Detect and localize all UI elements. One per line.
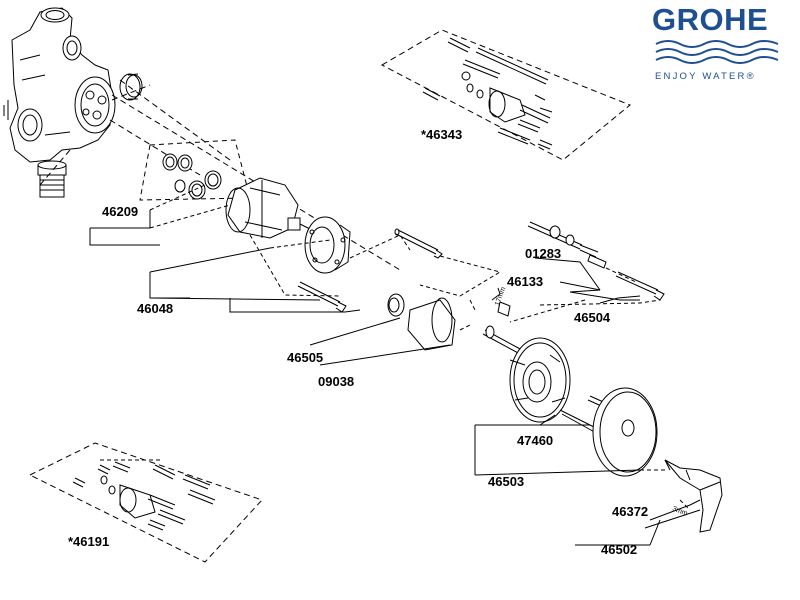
part-label-46503: 46503 bbox=[488, 474, 525, 489]
kit-label-46191: *46191 bbox=[68, 534, 110, 549]
bracket-46048 bbox=[149, 247, 345, 313]
part-label-47460: 47460 bbox=[517, 433, 554, 448]
sleeve-09038 bbox=[387, 293, 456, 351]
part-label-09038: 09038 bbox=[318, 374, 355, 389]
leader-01283 bbox=[534, 257, 601, 291]
escutcheon-47460 bbox=[509, 337, 571, 423]
grohe-logo-waves bbox=[655, 40, 779, 64]
valve-body bbox=[3, 7, 116, 163]
bracket-46503 bbox=[474, 424, 641, 476]
part-label-46372: 46372 bbox=[612, 504, 649, 519]
flange bbox=[304, 216, 351, 274]
bracket-46502 bbox=[575, 509, 701, 546]
part-label-46133: 46133 bbox=[507, 274, 544, 289]
kit-box-46343 bbox=[380, 29, 631, 161]
spindle bbox=[482, 287, 523, 355]
part-label-46504: 46504 bbox=[574, 310, 611, 325]
leader-09038 bbox=[309, 317, 451, 366]
pins-46504 bbox=[599, 271, 665, 304]
seal-set-46209 bbox=[139, 139, 251, 201]
screw-46505 bbox=[297, 281, 347, 313]
body-plug bbox=[119, 73, 143, 101]
lever-handle-46502 bbox=[664, 459, 723, 533]
part-label-46505: 46505 bbox=[287, 350, 324, 365]
axis-lines bbox=[39, 79, 401, 271]
grohe-logo-text: GROHE bbox=[652, 2, 769, 37]
bracket-46209 bbox=[89, 210, 160, 246]
trim-plate-46503 bbox=[592, 387, 658, 477]
part-label-01283: 01283 bbox=[525, 246, 562, 261]
long-screw bbox=[394, 228, 443, 259]
leader-46372 bbox=[649, 499, 701, 521]
part-label-46048: 46048 bbox=[137, 301, 174, 316]
bracket-46133 bbox=[559, 281, 640, 301]
stem-01283 bbox=[527, 221, 607, 269]
brand-tagline: ENJOY WATER® bbox=[655, 71, 756, 82]
kit-label-46343: *46343 bbox=[421, 127, 463, 142]
part-label-46502: 46502 bbox=[601, 542, 638, 557]
kit-box-46191 bbox=[28, 442, 263, 563]
part-label-46209: 46209 bbox=[102, 204, 139, 219]
inlet-fitting bbox=[37, 160, 67, 198]
cartridge-46048 bbox=[225, 177, 313, 239]
